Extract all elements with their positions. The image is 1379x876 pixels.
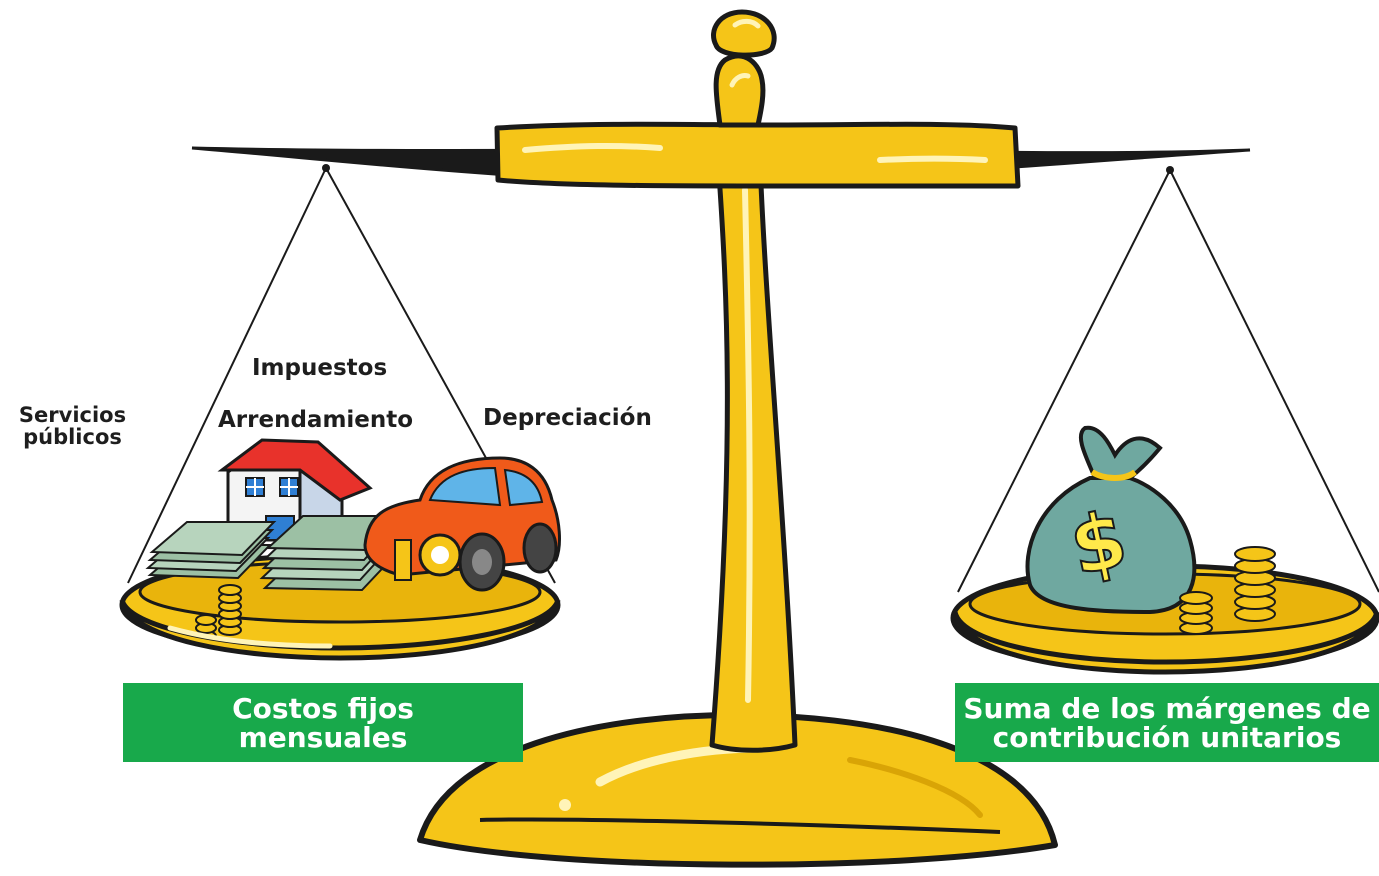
- label-servicios-line1: Servicios: [18, 403, 127, 427]
- label-impuestos: Impuestos: [252, 355, 388, 381]
- label-arrendamiento: Arrendamiento: [218, 407, 414, 433]
- right-banner-line1: Suma de los márgenes de: [963, 691, 1371, 725]
- label-servicios-publicos: Servicios públicos: [5, 404, 140, 448]
- left-banner: Costos fijos mensuales: [123, 683, 523, 762]
- car-icon: [363, 456, 561, 592]
- left-banner-line1: Costos fijos: [232, 691, 414, 725]
- label-depreciacion: Depreciación: [483, 405, 652, 431]
- scale-pole: [709, 157, 798, 753]
- left-pan-rim: [119, 598, 561, 661]
- right-banner-line2: contribución unitarios: [992, 720, 1342, 754]
- right-banner: Suma de los márgenes de contribución uni…: [955, 683, 1379, 762]
- scale-finial: [711, 9, 777, 128]
- label-servicios-line2: públicos: [23, 425, 122, 449]
- house-icon: [217, 438, 373, 547]
- left-banner-line2: mensuales: [238, 720, 408, 754]
- right-pan-ropes: [957, 169, 1379, 593]
- scale-beam: [191, 121, 1251, 189]
- coin-stack-icon: [1179, 546, 1276, 635]
- right-pan-rim: [952, 611, 1379, 675]
- money-bag-icon: $: [1025, 425, 1197, 615]
